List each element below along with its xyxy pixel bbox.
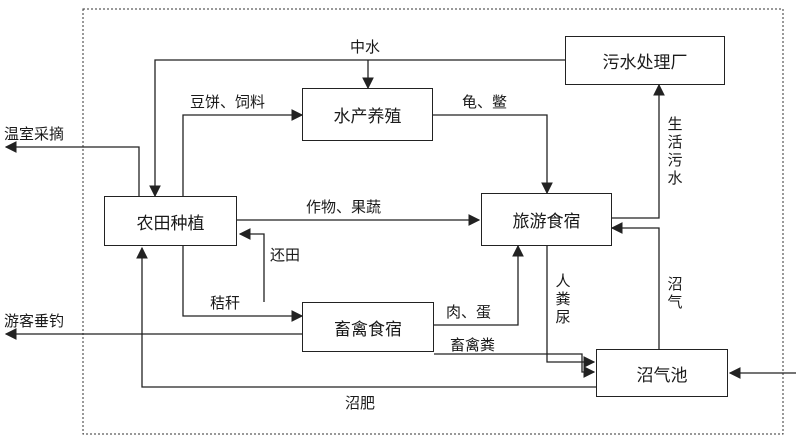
label-return-field: 还田 xyxy=(270,246,301,264)
node-farmland: 农田种植 xyxy=(104,196,237,246)
node-livestock-housing-label: 畜禽食宿 xyxy=(334,319,402,340)
label-livestock-manure: 畜禽粪 xyxy=(450,336,496,354)
node-farmland-label: 农田种植 xyxy=(136,213,205,234)
label-crops: 作物、果蔬 xyxy=(306,198,382,216)
node-aquaculture: 水产养殖 xyxy=(302,88,433,141)
return-field-arrow xyxy=(238,228,265,302)
node-tourism-lodging: 旅游食宿 xyxy=(481,193,612,246)
livestock-manure-arrow xyxy=(434,353,596,378)
label-reclaimed-water: 中水 xyxy=(350,38,381,56)
label-turtle: 龟、鳖 xyxy=(462,93,508,111)
node-livestock-housing: 畜禽食宿 xyxy=(302,302,434,352)
label-biogas: 沼气 xyxy=(667,275,683,311)
biogas-fertilizer-arrow xyxy=(136,246,596,388)
reclaimed-water-arrow-farmland xyxy=(149,59,565,198)
label-greenhouse-picking: 温室采摘 xyxy=(4,125,65,143)
domestic-sewage-arrow xyxy=(612,83,665,219)
node-wastewater-plant: 污水处理厂 xyxy=(565,36,725,85)
system-boundary xyxy=(82,8,784,435)
node-aquaculture-label: 水产养殖 xyxy=(333,107,402,127)
biogas-arrow xyxy=(610,222,660,349)
label-domestic-sewage: 生活污水 xyxy=(667,115,683,187)
greenhouse-picking-arrow xyxy=(4,141,140,196)
node-tourism-lodging-label: 旅游食宿 xyxy=(512,212,581,232)
feed-arrow xyxy=(182,109,304,196)
label-human-waste: 人粪尿 xyxy=(555,272,571,326)
label-meat-eggs: 肉、蛋 xyxy=(446,303,492,321)
node-biogas-digester: 沼气池 xyxy=(596,349,728,397)
node-wastewater-plant-label: 污水处理厂 xyxy=(602,53,688,73)
meat-eggs-arrow xyxy=(434,244,524,326)
label-tourist-fishing: 游客垂钓 xyxy=(4,312,65,330)
human-waste-arrow xyxy=(546,246,596,368)
node-biogas-digester-label: 沼气池 xyxy=(636,365,688,386)
turtle-arrow xyxy=(433,114,553,195)
label-straw: 秸秆 xyxy=(210,294,241,312)
label-feed: 豆饼、饲料 xyxy=(190,93,266,111)
label-biogas-fertilizer: 沼肥 xyxy=(345,394,376,412)
straw-arrow xyxy=(182,246,304,322)
